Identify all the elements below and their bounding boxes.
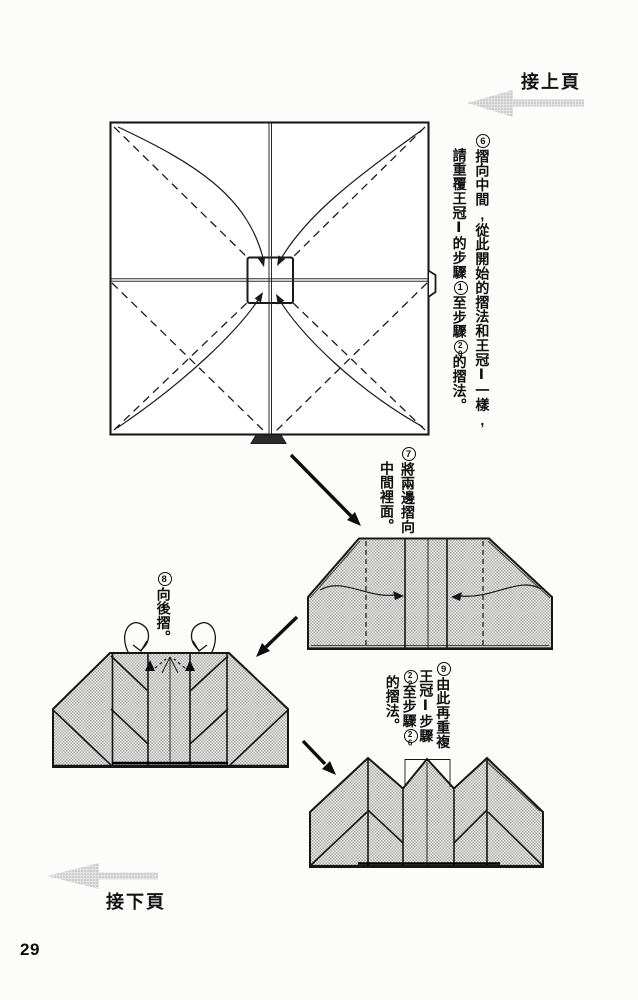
page-number: 29	[20, 940, 40, 959]
step7-folded-shape	[307, 537, 553, 650]
step8-folded-shape	[52, 622, 289, 768]
prev-page-label: 接上頁	[521, 72, 581, 92]
step6-instructions: 6摺向中間,從此開始的摺法和王冠Ⅰ一樣, 請重覆王冠Ⅰ的步驟1至步驟20的摺法。	[451, 134, 491, 429]
step-arrow-to-9	[301, 739, 336, 775]
prev-page-arrow-icon	[467, 90, 584, 117]
crease-dashed-lines	[111, 126, 428, 432]
step-ref-26: 26	[403, 729, 418, 747]
fold-to-center-arrows	[116, 126, 424, 429]
step6-square-diagram	[109, 121, 437, 444]
step7-number: 7	[402, 447, 416, 461]
fold-inward-arrows	[319, 584, 542, 601]
step-ref-22: 22	[403, 670, 418, 688]
step8-instructions: 8向後摺。	[155, 572, 172, 645]
fold-behind-marks	[145, 658, 195, 671]
step9-folded-shape	[309, 756, 544, 868]
bottom-flap-tab	[250, 434, 287, 444]
fold-behind-loop-arrows	[124, 622, 216, 655]
step8-number: 8	[157, 572, 172, 586]
step6-number: 6	[476, 134, 491, 148]
right-edge-tab	[428, 270, 437, 298]
center-pocket-square	[246, 256, 294, 304]
next-page-label: 接下頁	[106, 892, 166, 912]
step9-number: 9	[437, 662, 452, 676]
step-arrow-to-8	[256, 615, 299, 657]
step-ref-1: 1	[453, 280, 468, 295]
step-arrow-to-7	[289, 453, 361, 526]
center-cross-creases	[111, 123, 428, 434]
step9-instructions: 9由此再重複 王冠Ⅰ步驟 22至步驟26 的摺法。	[384, 662, 452, 749]
step7-instructions: 7將兩邊摺向 中間裡面。	[379, 447, 416, 534]
next-page-arrow-icon	[47, 863, 158, 889]
step-ref-20: 20	[453, 339, 468, 358]
